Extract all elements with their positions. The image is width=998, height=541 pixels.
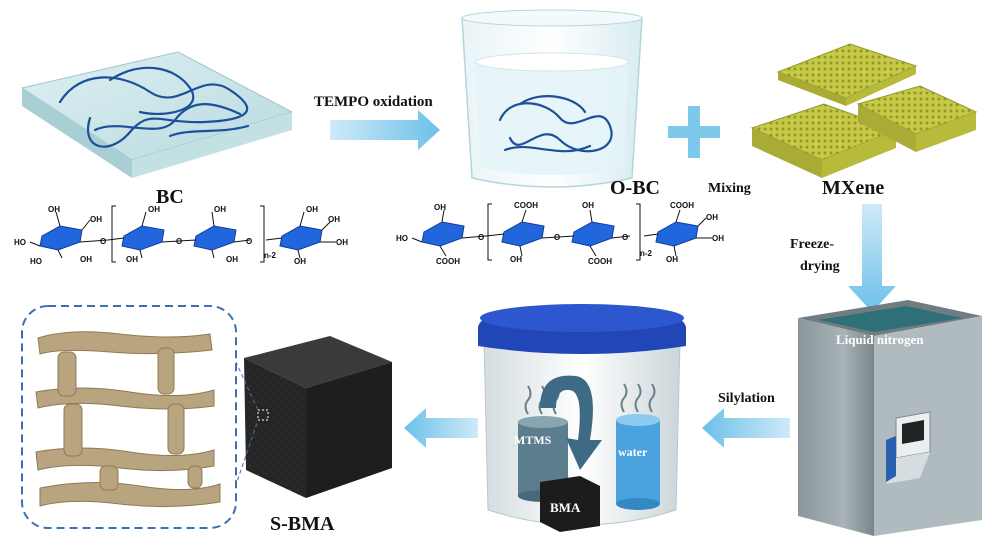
cellulose-fiber-icon [58, 66, 250, 148]
bma-label: BMA [550, 500, 581, 515]
obc-structure: OH HO COOH O COOH O OH OH O COOH n-2 COO… [396, 201, 724, 266]
svg-text:OH: OH [80, 255, 92, 264]
svg-text:OH: OH [48, 205, 60, 214]
tempo-label: TEMPO oxidation [314, 94, 433, 110]
freeze-label-1: Freeze- [790, 237, 834, 252]
vessel-lid [478, 304, 686, 354]
svg-text:OH: OH [336, 238, 348, 247]
svg-text:OH: OH [90, 215, 102, 224]
svg-text:OH: OH [226, 255, 238, 264]
mixing-label: Mixing [708, 181, 751, 196]
sbma-cube: S-BMA [244, 336, 392, 535]
oxidized-fiber-icon [498, 95, 613, 153]
bma-block: BMA [540, 476, 600, 532]
silylation-label: Silylation [718, 391, 775, 406]
svg-text:OH: OH [294, 257, 306, 266]
obc-beaker: O-BC [461, 9, 660, 199]
svg-text:HO: HO [30, 257, 42, 266]
svg-text:OH: OH [214, 205, 226, 214]
porous-structure-icon [35, 331, 221, 508]
svg-text:O: O [478, 233, 484, 242]
glucose-ring-icon [279, 225, 323, 251]
obc-label: O-BC [610, 177, 660, 199]
svg-text:OH: OH [666, 255, 678, 264]
water-label: water [618, 445, 648, 459]
bc-structure: OH OH HO HO O OH OH O OH OH O OH n-2 OH … [14, 205, 348, 266]
svg-text:COOH: COOH [670, 201, 694, 210]
water-container: water [616, 414, 660, 510]
svg-text:O: O [100, 237, 106, 246]
mxene-sheet-icon [776, 43, 918, 106]
mxene-sheets: MXene [750, 43, 978, 199]
svg-text:HO: HO [396, 234, 408, 243]
bc-slab: BC [20, 51, 294, 208]
svg-text:OH: OH [510, 255, 522, 264]
svg-text:HO: HO [14, 238, 26, 247]
silylation-vessel: MTMS water BMA [478, 304, 686, 532]
freeze-label-2: drying [800, 259, 840, 274]
glucose-ring-icon [193, 225, 237, 251]
zoom-callout [21, 305, 259, 529]
bc-label: BC [156, 186, 184, 208]
glucose-ring-icon [421, 221, 465, 247]
sbma-arrow [404, 408, 478, 448]
glucose-ring-icon [655, 221, 699, 247]
svg-text:OH: OH [328, 215, 340, 224]
svg-text:n-2: n-2 [264, 251, 277, 260]
svg-text:n-2: n-2 [640, 249, 653, 258]
svg-text:O: O [246, 237, 252, 246]
svg-text:O: O [176, 237, 182, 246]
svg-text:OH: OH [434, 203, 446, 212]
glucose-ring-icon [571, 221, 615, 247]
svg-text:OH: OH [706, 213, 718, 222]
plus-icon [668, 106, 720, 158]
sample-mold-icon [886, 411, 931, 484]
sbma-label: S-BMA [270, 513, 335, 535]
svg-text:COOH: COOH [436, 257, 460, 266]
svg-text:O: O [622, 233, 628, 242]
svg-text:OH: OH [148, 205, 160, 214]
svg-text:OH: OH [582, 201, 594, 210]
svg-text:OH: OH [306, 205, 318, 214]
glucose-ring-icon [501, 221, 545, 247]
liquid-nitrogen-container: Liquid nitrogen [798, 300, 982, 536]
mtms-label: MTMS [514, 433, 552, 447]
svg-text:COOH: COOH [588, 257, 612, 266]
glucose-ring-icon [39, 225, 83, 251]
svg-text:OH: OH [126, 255, 138, 264]
freeze-drying-arrow: Freeze- drying [790, 204, 896, 312]
svg-text:OH: OH [712, 234, 724, 243]
tempo-arrow: TEMPO oxidation [314, 94, 440, 150]
glucose-ring-icon [121, 225, 165, 251]
svg-text:O: O [554, 233, 560, 242]
curved-arrow-icon [540, 375, 602, 470]
silylation-arrow: Silylation [702, 391, 790, 448]
mxene-label: MXene [822, 177, 884, 199]
svg-text:COOH: COOH [514, 201, 538, 210]
mxene-sheet-icon [856, 85, 978, 152]
liquid-nitrogen-label: Liquid nitrogen [836, 332, 924, 347]
zoom-marker [257, 409, 269, 421]
